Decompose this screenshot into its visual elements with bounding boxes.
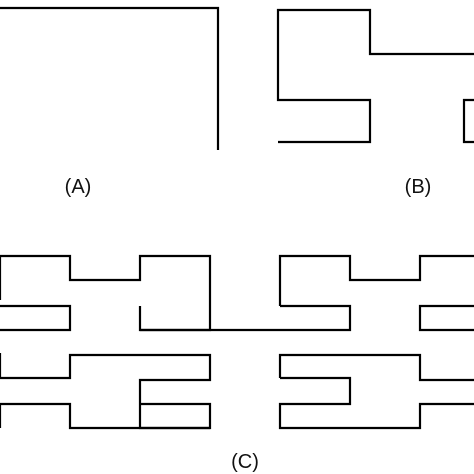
panel-c-curve-left-upper-arm xyxy=(0,304,72,332)
panel-b-curve-fragment xyxy=(462,98,474,144)
panel-a-label: (A) xyxy=(65,176,92,198)
panel-c-curve-right-edge-upper xyxy=(418,304,474,332)
panel-b-curve xyxy=(276,8,474,144)
panel-c-curve-left-middle xyxy=(0,353,212,430)
panel-c-curve-right-lower xyxy=(278,376,474,430)
panel-c: (C) xyxy=(0,254,474,473)
panel-c-curve-left-bottom xyxy=(0,402,210,430)
panel-c-curve-right-top xyxy=(278,254,474,306)
panel-c-label: (C) xyxy=(231,451,259,473)
panel-a: (A) xyxy=(0,6,220,198)
panel-c-curve-right-middle xyxy=(278,353,474,382)
panel-c-curve-left-top xyxy=(0,254,212,332)
panel-c-curve-right-upper-arm xyxy=(280,304,352,332)
panel-a-curve xyxy=(0,6,220,150)
panel-b: (B) xyxy=(276,8,474,198)
panel-b-label: (B) xyxy=(405,176,432,198)
